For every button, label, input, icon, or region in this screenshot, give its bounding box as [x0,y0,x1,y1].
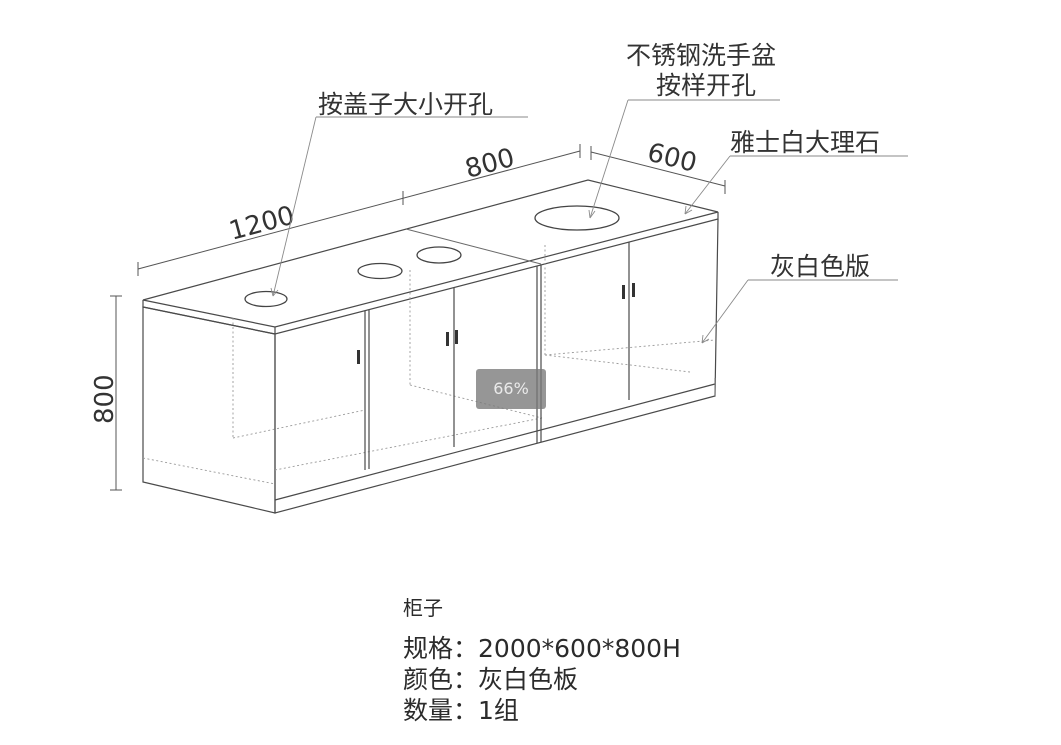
door-handle [622,285,625,299]
left-side-panel [142,306,276,514]
hidden-line [274,417,543,471]
hidden-line [142,457,276,485]
spec-row-color: 颜色：灰白色板 [403,664,681,695]
sink-hole [534,205,620,231]
leader-arrow [270,287,279,297]
callout-basin-line1: 不锈钢洗手盆 [626,41,776,70]
door-handle [357,350,360,364]
callout-countertop: 雅士白大理石 [730,128,880,157]
spec-block: 柜子 规格：2000*600*800H 颜色：灰白色板 数量：1组 [403,592,681,726]
front-body-outline [274,218,719,514]
spec-row-quantity: 数量：1组 [403,695,681,726]
leader-line [272,116,317,297]
hidden-line [544,339,716,356]
leader-line [701,279,749,344]
door-handle [446,332,449,346]
spec-value: 灰白色板 [478,665,579,694]
dimension-line-length [137,150,581,270]
dimension-800-height: 800 [90,374,120,424]
cutout-hole [357,262,403,280]
zoom-level-badge: 66% [476,369,546,409]
spec-row-size: 规格：2000*600*800H [403,633,681,664]
plinth-line [274,383,716,501]
spec-label: 数量： [403,696,479,725]
spec-value: 2000*600*800H [478,634,681,663]
hidden-line [232,409,366,439]
leader-arrow [701,334,710,344]
dimension-800-length: 800 [462,143,518,185]
door-handle [455,330,458,344]
spec-label: 规格： [403,634,479,663]
door-handle [632,283,635,297]
countertop-seam [405,228,542,265]
spec-title: 柜子 [403,596,443,620]
cutout-hole [416,246,462,264]
leader-line [589,99,629,219]
cutout-hole [244,290,288,308]
leader-arrow [588,209,596,219]
dimension-line-depth [590,151,726,187]
callout-basin-line2: 按样开孔 [656,71,756,100]
callout-cutout-holes: 按盖子大小开孔 [318,90,493,119]
dimension-1200: 1200 [226,201,298,247]
hidden-line [544,354,691,373]
dimension-600: 600 [644,138,699,179]
spec-label: 颜色： [403,665,479,694]
leader-arrow [684,205,693,215]
callout-panel: 灰白色版 [770,252,870,281]
leader-line [684,155,731,215]
spec-value: 1组 [478,696,519,725]
